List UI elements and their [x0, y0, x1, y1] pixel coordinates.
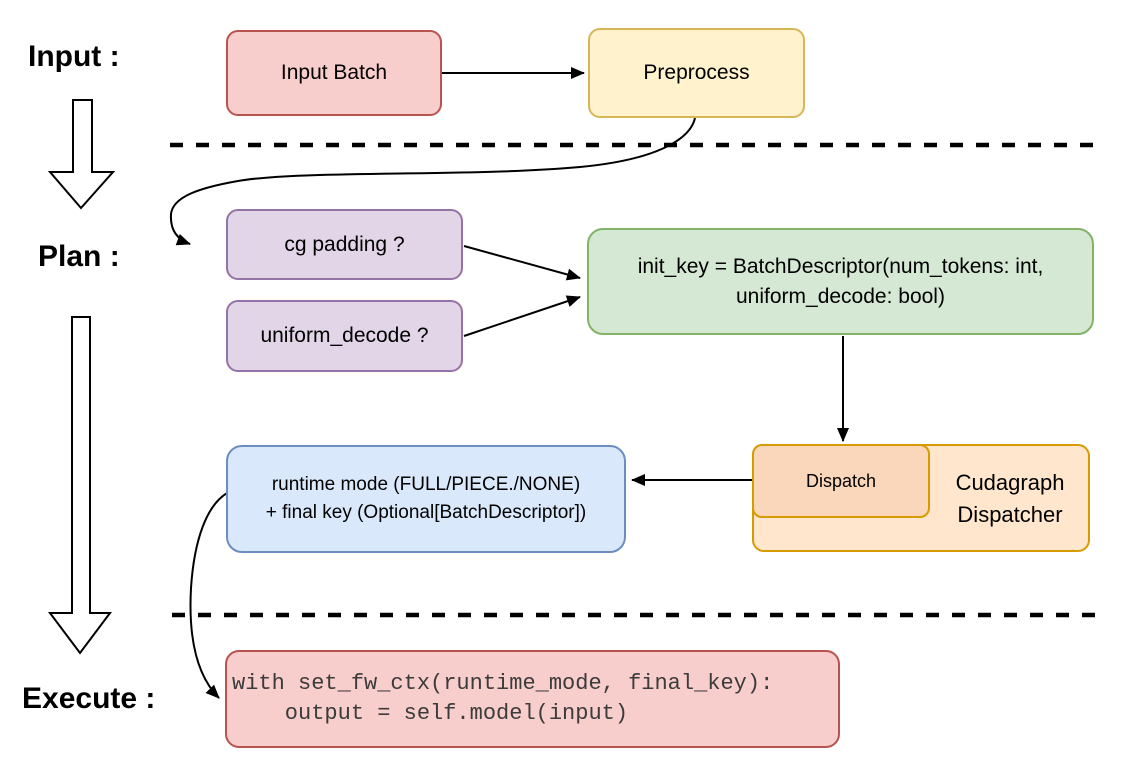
plan-section-down-arrow-icon — [48, 316, 112, 655]
node-cg-padding-label: cg padding ? — [284, 232, 405, 256]
node-execute-code: with set_fw_ctx(runtime_mode, final_key)… — [225, 650, 840, 748]
arrow-runtime-mode-to-execute-code — [189, 491, 230, 699]
node-execute-code-block: with set_fw_ctx(runtime_mode, final_key)… — [232, 669, 773, 728]
node-execute-code-line1: with set_fw_ctx(runtime_mode, final_key)… — [232, 671, 774, 697]
node-dispatch: Dispatch — [752, 444, 930, 518]
node-init-key: init_key = BatchDescriptor(num_tokens: i… — [587, 228, 1094, 335]
node-init-key-line1: init_key = BatchDescriptor(num_tokens: i… — [637, 255, 1044, 279]
node-uniform-decode-label: uniform_decode ? — [260, 324, 429, 347]
node-runtime-mode-line1: runtime mode (FULL/PIECE./NONE) — [271, 474, 581, 496]
node-dispatch-label: Dispatch — [805, 470, 877, 491]
node-cg-padding: cg padding ? — [226, 209, 463, 280]
node-init-key-label: init_key = BatchDescriptor(num_tokens: i… — [638, 252, 1044, 311]
section-label-execute: Execute : — [22, 682, 156, 715]
node-cudagraph-dispatcher-line1: Cudagraph — [955, 470, 1065, 496]
node-execute-code-line2: output = self.model(input) — [232, 701, 629, 726]
arrow-cg-padding-to-init-key — [463, 245, 581, 281]
node-preprocess: Preprocess — [588, 28, 805, 118]
node-cudagraph-dispatcher-line2: Dispatcher — [957, 502, 1063, 527]
node-uniform-decode: uniform_decode ? — [226, 300, 463, 372]
node-runtime-mode-label: runtime mode (FULL/PIECE./NONE) + final … — [266, 471, 587, 526]
node-runtime-mode: runtime mode (FULL/PIECE./NONE) + final … — [226, 445, 626, 553]
node-runtime-mode-line2: + final key (Optional[BatchDescriptor]) — [265, 502, 587, 523]
section-label-plan: Plan : — [38, 240, 120, 273]
input-section-down-arrow-icon — [47, 99, 116, 210]
node-input-batch-label: Input Batch — [280, 61, 388, 84]
node-preprocess-label: Preprocess — [643, 61, 750, 84]
section-label-input: Input : — [28, 40, 120, 73]
node-input-batch: Input Batch — [226, 30, 442, 116]
arrow-uniform-decode-to-init-key — [463, 295, 581, 337]
node-cudagraph-dispatcher-label: Cudagraph Dispatcher — [930, 462, 1090, 536]
node-init-key-line2: uniform_decode: bool) — [736, 284, 945, 308]
arrow-preprocess-to-cg-padding — [169, 117, 696, 246]
